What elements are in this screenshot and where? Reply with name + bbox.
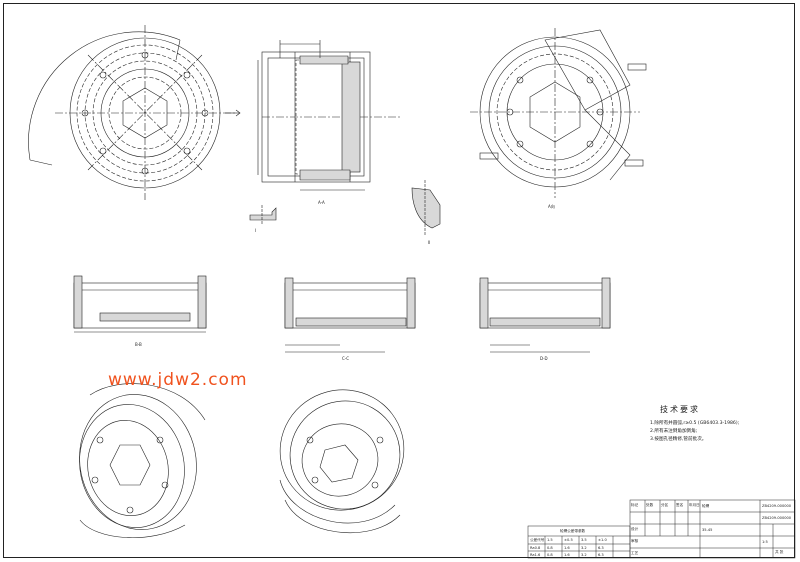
detail-view-1 xyxy=(249,205,277,225)
title-material: 35-45 xyxy=(702,528,713,532)
section-label-b: B-B xyxy=(135,342,142,347)
tolerance-cell: 6.3 xyxy=(598,546,604,550)
col-label: 分区 xyxy=(661,503,669,507)
col-label: 处数 xyxy=(646,503,654,507)
tolerance-cell: 公差代号 xyxy=(530,538,545,542)
row-label: 工艺 xyxy=(631,551,639,555)
tolerance-cell: 3.2 xyxy=(581,553,587,557)
isometric-wheel-1 xyxy=(79,383,206,539)
tech-note: 3.按图孔径精修,管前批次。 xyxy=(650,437,707,442)
detail-label-1: I xyxy=(255,228,257,233)
section-label-d: D-D xyxy=(540,356,548,361)
tolerance-cell: 3.5 xyxy=(581,538,587,542)
tech-requirements-title: 技术要求 xyxy=(660,405,700,414)
tolerance-cell: 6.3 xyxy=(598,553,604,557)
tech-note: 1.除所有并圆弧,r≥0.5 (GB6403.3-1986); xyxy=(650,421,740,426)
front-view-left xyxy=(28,25,241,200)
isometric-wheel-2 xyxy=(279,389,405,534)
section-view-c xyxy=(284,277,416,353)
title-drawing-no-1: ZB4209-000000 xyxy=(762,504,792,508)
tolerance-cell: Ra0.8 xyxy=(530,546,541,550)
tolerance-cell: 1.6 xyxy=(564,546,570,550)
col-label: 标记 xyxy=(631,503,639,507)
sheet-border xyxy=(3,3,795,558)
section-view-top xyxy=(257,40,400,191)
tolerance-cell: Ra1.6 xyxy=(530,553,541,557)
tech-requirements-notes: 1.除所有并圆弧,r≥0.5 (GB6403.3-1986); 2.所有未注倒角… xyxy=(650,420,739,444)
front-view-right xyxy=(470,28,647,198)
tolerance-cell: 1.6 xyxy=(564,553,570,557)
detail-label-2: II xyxy=(428,240,431,245)
tolerance-table-header: 轮辋公差带参数 xyxy=(560,529,586,533)
section-label-a: A-A xyxy=(318,200,325,205)
section-label-e: A向 xyxy=(548,204,555,209)
section-label-c: C-C xyxy=(342,356,350,361)
tech-note: 2.所有未注倒角加倒角; xyxy=(650,429,698,434)
col-label: 年月日 xyxy=(689,503,700,507)
tolerance-cell: ±0.5 xyxy=(564,538,573,542)
title-scale: 1:5 xyxy=(762,540,768,544)
row-label: 设计 xyxy=(631,527,639,531)
tolerance-cell: 0.8 xyxy=(547,546,553,550)
title-sheet: 共 张 xyxy=(775,550,784,554)
col-label: 签名 xyxy=(676,503,684,507)
tolerance-cell: ±1.0 xyxy=(598,538,607,542)
title-drawing-no-2: ZB4209-000000 xyxy=(762,516,792,520)
tolerance-cell: 1.5 xyxy=(547,538,553,542)
row-label: 审核 xyxy=(631,539,639,543)
section-view-b xyxy=(73,275,207,333)
section-view-d xyxy=(479,277,611,353)
tolerance-cell: 0.8 xyxy=(547,553,553,557)
title-part-name: 轮辋 xyxy=(702,504,710,508)
tolerance-cell: 3.2 xyxy=(581,546,587,550)
watermark-text: www.jdw2.com xyxy=(108,370,248,390)
title-block xyxy=(527,499,796,559)
detail-view-2 xyxy=(411,180,441,235)
